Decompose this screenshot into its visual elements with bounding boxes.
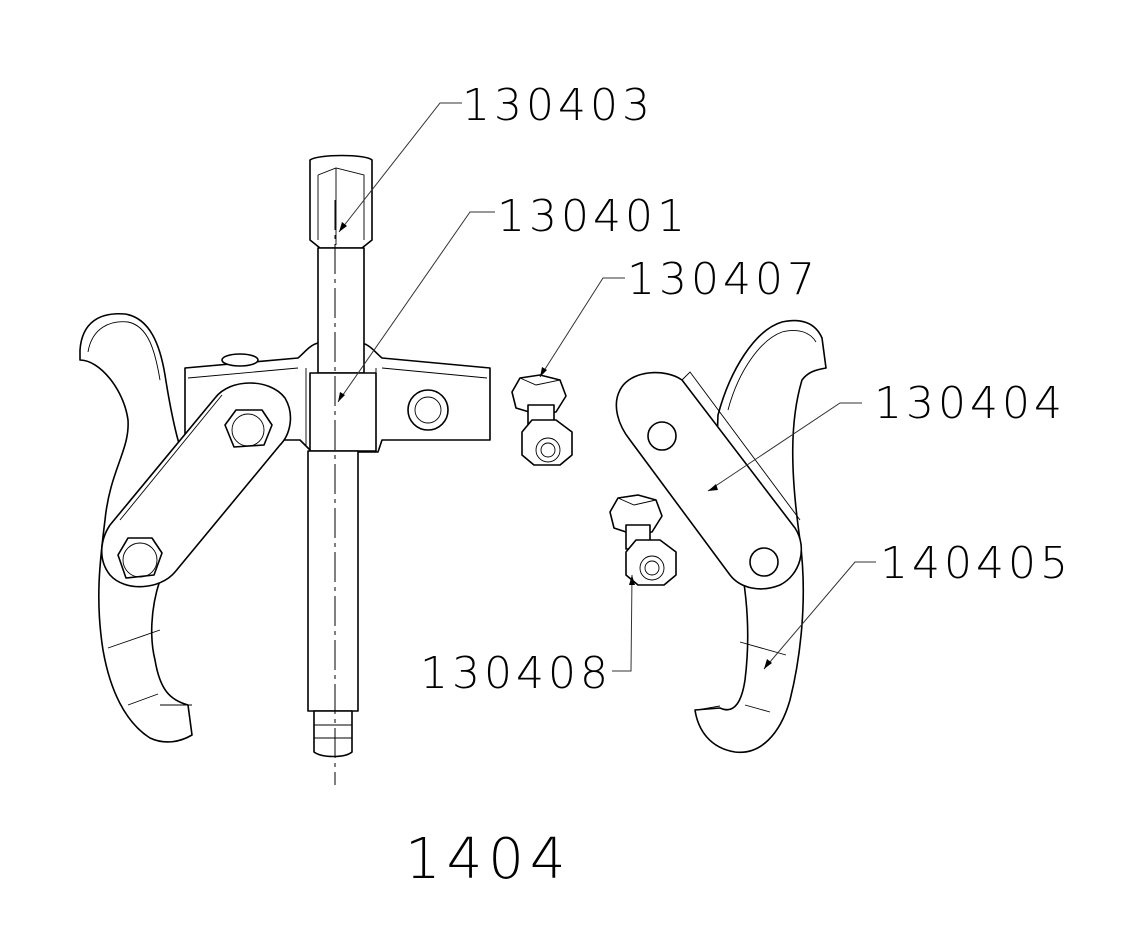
callout-130401: 130401 bbox=[497, 191, 689, 242]
callout-130408: 130408 bbox=[420, 648, 612, 699]
drawing-title: 1404 bbox=[405, 827, 572, 892]
callout-130403: 130403 bbox=[462, 80, 654, 131]
bolt-130407 bbox=[511, 374, 573, 466]
callout-130404: 130404 bbox=[874, 378, 1066, 429]
callout-130407: 130407 bbox=[627, 254, 819, 305]
forcing-screw bbox=[307, 154, 377, 785]
bolt-130408 bbox=[609, 494, 677, 586]
right-link-plate bbox=[615, 371, 803, 590]
left-link-plate bbox=[100, 382, 292, 588]
callout-140405: 140405 bbox=[880, 538, 1072, 589]
leader-lines bbox=[337, 102, 876, 672]
